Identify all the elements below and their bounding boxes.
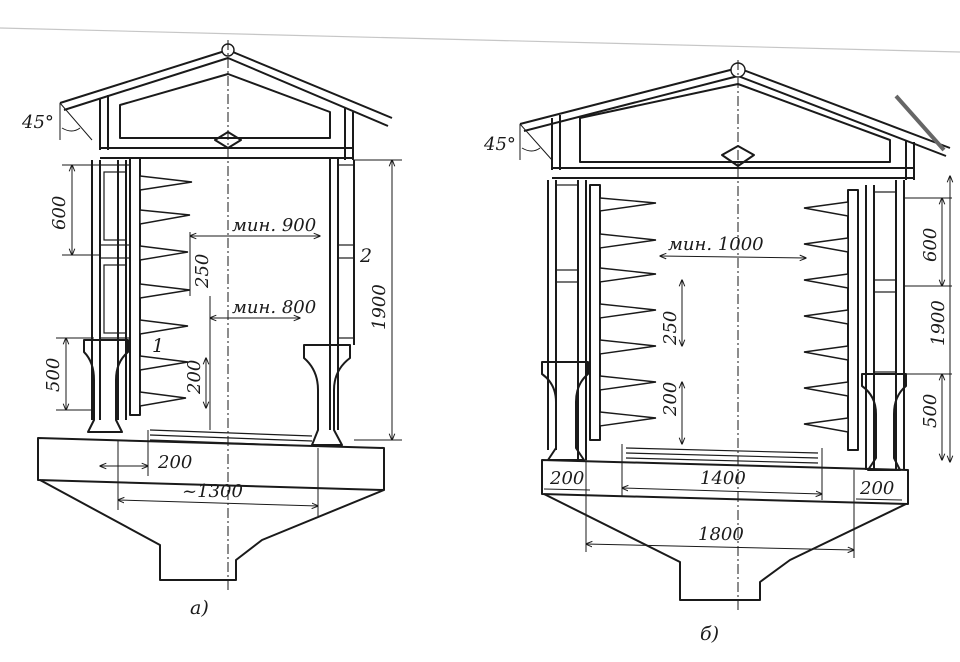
hooks-b-left	[599, 197, 657, 427]
left-wall-a	[83, 157, 141, 433]
dim-label-min900-a: мин. 900	[232, 215, 316, 236]
dim-label-1400-b: 1400	[700, 468, 746, 489]
label-1-a: 1	[152, 335, 164, 357]
roof-a	[59, 43, 393, 160]
lamp-a	[214, 131, 242, 149]
dim-label-200h-a: 200	[157, 452, 192, 473]
dim-label-200-right-b: 200	[859, 478, 894, 499]
dim-label-600-a: 600	[49, 196, 70, 230]
platform-b	[541, 447, 909, 601]
platform-a	[37, 429, 385, 581]
pencil-mark-b	[894, 94, 946, 152]
dim-line-1400-b	[622, 488, 822, 494]
diagram-b: 45°	[483, 60, 952, 645]
dim-label-200v-a: 200	[184, 360, 205, 395]
dim-label-1900-b: 1900	[928, 300, 949, 346]
scan-edge-line	[0, 27, 960, 53]
angle-lines-b	[519, 123, 553, 161]
angle-label-b: 45°	[483, 134, 516, 155]
dim-label-1900-a: 1900	[369, 284, 390, 330]
dim-line-1800-b	[586, 544, 854, 550]
dim-label-600-b: 600	[920, 228, 941, 262]
dim-line-min1000-b	[660, 256, 806, 258]
dim-line-1300-a	[118, 500, 318, 506]
dim-label-1300-a: ~1300	[182, 481, 243, 502]
dim-label-250-a: 250	[192, 254, 213, 289]
hooks-b-right	[803, 201, 849, 433]
angle-arc-b	[521, 147, 541, 152]
dim-label-1800-b: 1800	[698, 524, 744, 545]
right-wall-a	[303, 158, 355, 446]
angle-label-a: 45°	[21, 112, 54, 133]
angle-arc-a	[61, 127, 81, 132]
right-wall-b	[847, 180, 907, 471]
caption-a: а)	[190, 597, 209, 619]
diagram-a: 45°	[21, 40, 402, 619]
dim-label-250-b: 250	[660, 311, 681, 346]
dim-label-min1000-b: мин. 1000	[668, 234, 764, 255]
left-wall-b	[541, 180, 601, 461]
dim-label-200-left-b: 200	[549, 468, 584, 489]
lamp-b	[721, 145, 755, 167]
dim-label-500-b: 500	[920, 394, 941, 428]
label-2-a: 2	[359, 245, 372, 267]
hooks-a	[139, 175, 193, 407]
dim-label-200v-b: 200	[660, 382, 681, 417]
roof-b	[519, 62, 951, 180]
angle-lines-a	[59, 102, 93, 141]
dim-label-min800-a: мин. 800	[232, 297, 316, 318]
caption-b: б)	[700, 623, 719, 645]
dim-label-500-a: 500	[43, 358, 64, 392]
